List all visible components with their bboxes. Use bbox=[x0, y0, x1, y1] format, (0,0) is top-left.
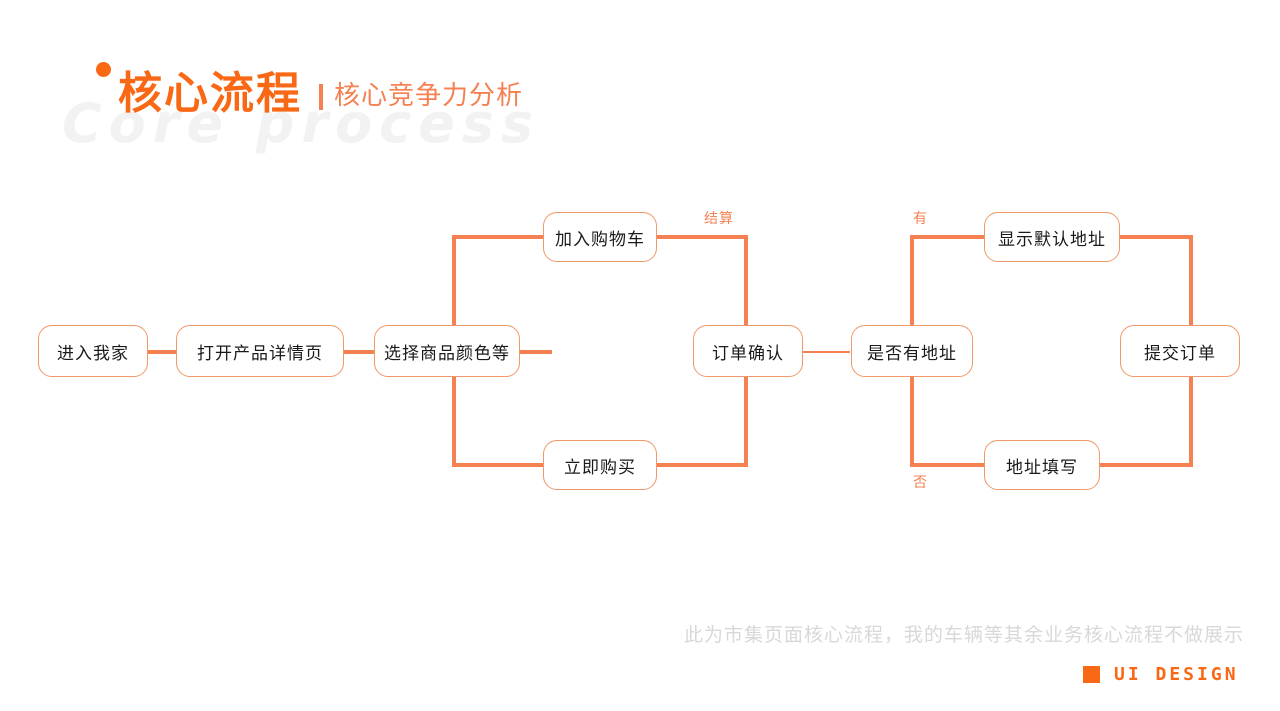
connector-to-fill-address bbox=[910, 463, 1000, 467]
connector-left-bracket-up bbox=[452, 235, 456, 354]
brand-logo: UI DESIGN bbox=[1083, 664, 1239, 685]
edge-label-no: 否 bbox=[913, 474, 928, 490]
connector-enter-to-detail bbox=[146, 350, 176, 354]
flowchart: 结算 有 否 进入我家 打开产品详情页 选择商品颜色等 加入购物车 立即购买 订… bbox=[0, 180, 1280, 520]
connector-cart-to-merge bbox=[652, 235, 748, 239]
connector-order-to-address-check bbox=[803, 351, 850, 353]
page-subtitle: 核心竞争力分析 bbox=[334, 80, 524, 110]
connector-right-bracket-up bbox=[744, 235, 748, 354]
connector-to-default-address bbox=[910, 235, 1000, 239]
connector-default-to-submit bbox=[1103, 235, 1193, 239]
connector-left-bracket-down bbox=[452, 350, 456, 467]
connector-addresscheck-bracket-down bbox=[910, 350, 914, 467]
title-separator-icon bbox=[319, 84, 323, 110]
connector-to-add-cart bbox=[452, 235, 548, 239]
page-title: 核心流程 bbox=[118, 69, 302, 118]
title-dot-icon bbox=[96, 62, 111, 77]
slide-header: Core process 核心流程 核心竞争力分析 bbox=[0, 0, 1280, 170]
footer-note: 此为市集页面核心流程，我的车辆等其余业务核心流程不做展示 bbox=[683, 625, 1244, 646]
node-open-product-detail[interactable]: 打开产品详情页 bbox=[176, 325, 344, 377]
connector-addresscheck-bracket-up bbox=[910, 235, 914, 354]
connector-right-bracket-down bbox=[744, 350, 748, 467]
brand-label: UI DESIGN bbox=[1114, 664, 1239, 685]
node-buy-now[interactable]: 立即购买 bbox=[543, 440, 657, 490]
node-has-address[interactable]: 是否有地址 bbox=[851, 325, 973, 377]
node-submit-order[interactable]: 提交订单 bbox=[1120, 325, 1240, 377]
edge-label-checkout: 结算 bbox=[704, 210, 734, 226]
node-enter-my-home[interactable]: 进入我家 bbox=[38, 325, 148, 377]
node-fill-address[interactable]: 地址填写 bbox=[984, 440, 1100, 490]
node-select-color[interactable]: 选择商品颜色等 bbox=[374, 325, 520, 377]
header-watermark-text: Core process bbox=[62, 92, 541, 155]
connector-detail-to-color bbox=[344, 350, 374, 354]
node-show-default-address[interactable]: 显示默认地址 bbox=[984, 212, 1120, 262]
connector-to-buy-now bbox=[452, 463, 548, 467]
connector-color-stub bbox=[518, 350, 552, 354]
connector-fill-to-submit bbox=[1083, 463, 1193, 467]
node-order-confirm[interactable]: 订单确认 bbox=[693, 325, 803, 377]
connector-submit-bracket-down bbox=[1189, 350, 1193, 467]
brand-square-icon bbox=[1083, 666, 1100, 683]
node-add-to-cart[interactable]: 加入购物车 bbox=[543, 212, 657, 262]
connector-submit-bracket-up bbox=[1189, 235, 1193, 354]
connector-buy-to-merge bbox=[652, 463, 748, 467]
edge-label-yes: 有 bbox=[913, 210, 928, 226]
